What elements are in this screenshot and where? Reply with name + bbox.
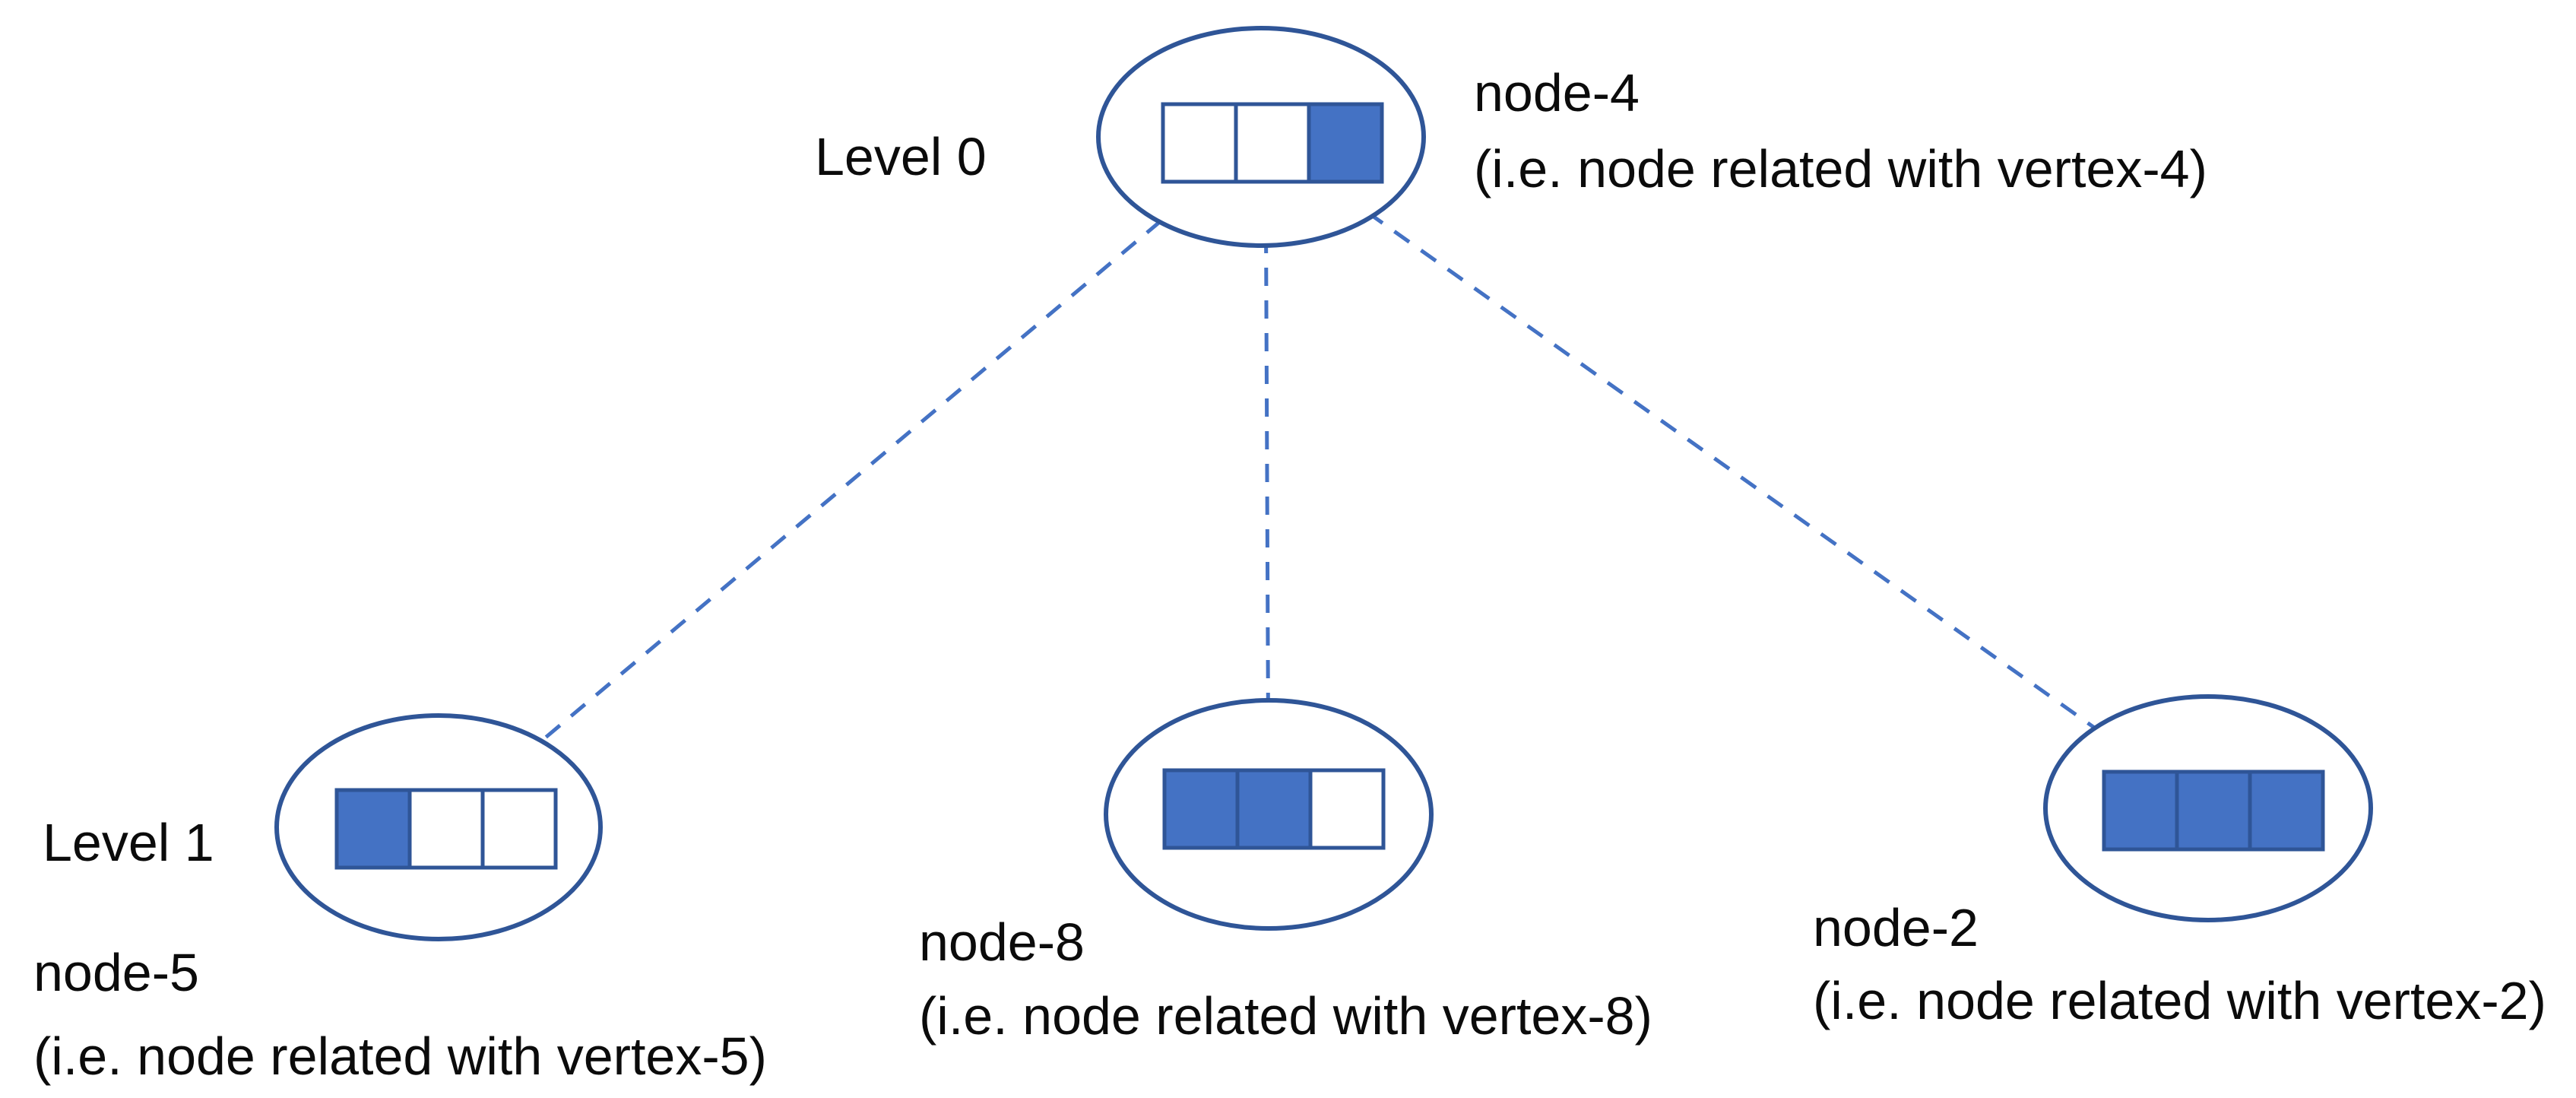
node-5-cell-strip: [334, 788, 558, 870]
node-2-cell-0: [2102, 770, 2179, 852]
node-4-subtitle: (i.e. node related with vertex-4): [1474, 139, 2207, 198]
node-4-cell-0: [1161, 102, 1238, 184]
node-2-cell-1: [2175, 770, 2252, 852]
node-2-cell-2: [2248, 770, 2325, 852]
node-4-cell-strip: [1161, 102, 1384, 184]
edge-node4-to-node5: [437, 135, 1263, 829]
node-2-cell-strip: [2102, 770, 2325, 852]
node-2-subtitle: (i.e. node related with vertex-2): [1813, 971, 2546, 1030]
node-8-cell-2: [1308, 768, 1386, 850]
node-2-title: node-2: [1813, 898, 1979, 957]
node-5-title: node-5: [33, 943, 199, 1002]
node-5-cell-2: [480, 788, 558, 870]
node-2: node-2 (i.e. node related with vertex-2): [1813, 694, 2546, 1030]
node-8-subtitle: (i.e. node related with vertex-8): [919, 986, 1652, 1046]
node-4-title: node-4: [1474, 63, 1640, 122]
node-8-cell-1: [1235, 768, 1313, 850]
node-5-cell-1: [407, 788, 485, 870]
node-4-cell-1: [1234, 102, 1311, 184]
node-8-cell-strip: [1162, 768, 1386, 850]
node-5-cell-0: [334, 788, 412, 870]
node-5: node-5 (i.e. node related with vertex-5): [33, 713, 767, 1086]
level-1-label: Level 1: [43, 813, 214, 872]
node-8-cell-0: [1162, 768, 1240, 850]
node-4-cell-2: [1307, 102, 1384, 184]
node-8: node-8 (i.e. node related with vertex-8): [919, 698, 1652, 1046]
level-0-label: Level 0: [815, 127, 987, 186]
node-4: node-4 (i.e. node related with vertex-4): [1096, 26, 2207, 248]
node-5-subtitle: (i.e. node related with vertex-5): [33, 1027, 767, 1086]
edge-node4-to-node2: [1259, 135, 2210, 811]
node-8-title: node-8: [919, 912, 1085, 972]
